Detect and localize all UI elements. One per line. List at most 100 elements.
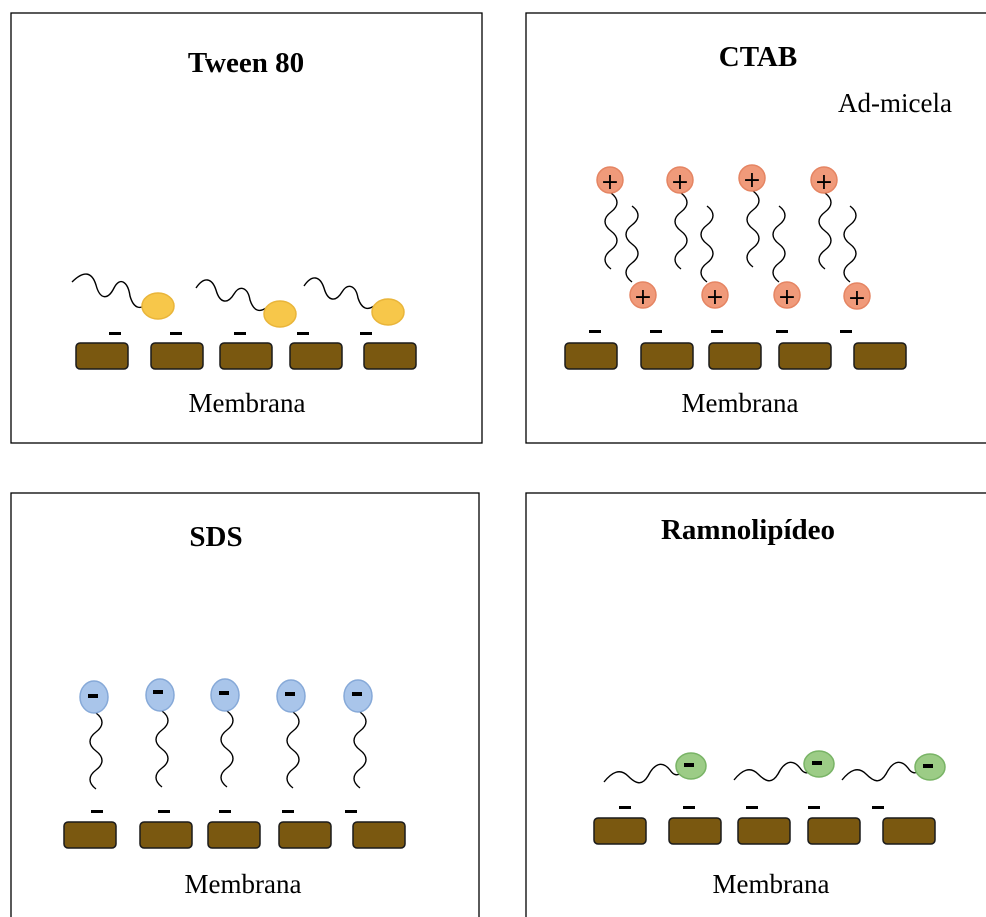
panel-frame xyxy=(525,492,986,917)
negative-charge-icon xyxy=(619,806,631,809)
negative-charge-icon xyxy=(170,332,182,335)
membrane-charges xyxy=(619,806,884,809)
positive-charge-icon: + xyxy=(706,285,724,310)
panel-title: Ramnolipídeo xyxy=(661,514,835,546)
membrane-label: Membrana xyxy=(713,869,830,899)
molecule-head xyxy=(666,166,694,194)
tween-molecule xyxy=(195,279,297,328)
membrane-label: Membrana xyxy=(185,869,302,899)
membrane-block xyxy=(778,342,832,370)
admicelle-label: Ad-micela xyxy=(838,88,952,118)
molecule-head xyxy=(843,282,871,310)
ctab-molecule-top: + xyxy=(810,166,838,270)
negative-charge-icon xyxy=(109,332,121,335)
ctab-molecule-bottom: + xyxy=(625,205,657,310)
molecule-head xyxy=(738,164,766,192)
negative-charge-icon xyxy=(683,806,695,809)
ctab-molecule-bottom: + xyxy=(700,205,729,310)
negative-charge-icon xyxy=(650,330,662,333)
panel-sds: SDS xyxy=(10,492,480,917)
membrane-block xyxy=(668,817,722,845)
membrane-charges xyxy=(91,810,357,813)
membrane-charges xyxy=(589,330,852,333)
sds-molecule xyxy=(276,679,306,789)
negative-charge-icon xyxy=(234,332,246,335)
membrane-label: Membrana xyxy=(682,388,799,418)
membrane-charges xyxy=(109,332,372,335)
negative-charge-icon xyxy=(923,764,933,768)
membrane-block xyxy=(150,342,204,370)
membrane-block xyxy=(640,342,694,370)
ctab-molecule-top: + xyxy=(596,166,624,270)
membrane-block xyxy=(593,817,647,845)
ctab-molecule-bottom: + xyxy=(772,205,801,310)
panel-ctab: CTAB Ad-micela + + + + xyxy=(525,12,986,444)
panel-title: CTAB xyxy=(719,41,797,73)
ctab-molecule-bottom: + xyxy=(843,205,871,311)
negative-charge-icon xyxy=(746,806,758,809)
molecule-head xyxy=(141,292,175,320)
panel-title: SDS xyxy=(189,521,242,553)
negative-charge-icon xyxy=(282,810,294,813)
membrane-block xyxy=(63,821,117,849)
negative-charge-icon xyxy=(88,694,98,698)
panel-title: Tween 80 xyxy=(188,47,304,79)
negative-charge-icon xyxy=(812,761,822,765)
membrane-block xyxy=(278,821,332,849)
sds-molecule xyxy=(210,678,240,788)
negative-charge-icon xyxy=(360,332,372,335)
membrane-block xyxy=(807,817,861,845)
molecule-head xyxy=(629,281,657,309)
negative-charge-icon xyxy=(776,330,788,333)
membrane-block xyxy=(352,821,406,849)
ctab-molecule-top: + xyxy=(738,164,766,268)
admicelle: + + + + + xyxy=(596,164,871,311)
positive-charge-icon: + xyxy=(848,286,866,311)
molecule-head xyxy=(371,298,405,326)
membrane-label: Membrana xyxy=(189,388,306,418)
negative-charge-icon xyxy=(808,806,820,809)
membrane xyxy=(593,817,936,845)
molecule-head xyxy=(263,300,297,328)
membrane-block xyxy=(219,342,273,370)
membrane-block xyxy=(289,342,343,370)
membrane-block xyxy=(737,817,791,845)
positive-charge-icon: + xyxy=(634,285,652,310)
rhamnolipid-molecule xyxy=(733,750,835,782)
negative-charge-icon xyxy=(158,810,170,813)
membrane-block xyxy=(882,817,936,845)
negative-charge-icon xyxy=(153,690,163,694)
sds-molecule xyxy=(79,680,109,790)
membrane-block xyxy=(708,342,762,370)
surfactant-molecules xyxy=(603,750,946,784)
negative-charge-icon xyxy=(872,806,884,809)
positive-charge-icon: + xyxy=(778,285,796,310)
membrane xyxy=(564,342,907,370)
negative-charge-icon xyxy=(219,810,231,813)
panel-frame xyxy=(10,12,483,444)
tween-molecule xyxy=(303,277,405,326)
negative-charge-icon xyxy=(345,810,357,813)
rhamnolipid-molecule xyxy=(603,752,707,784)
molecule-head xyxy=(773,281,801,309)
negative-charge-icon xyxy=(711,330,723,333)
tween-molecule xyxy=(71,273,175,320)
panel-tween: Tween 80 xyxy=(10,12,483,444)
membrane-block xyxy=(75,342,129,370)
negative-charge-icon xyxy=(219,691,229,695)
negative-charge-icon xyxy=(684,763,694,767)
panel-rhamnolipid: Ramnolipídeo xyxy=(525,492,986,917)
molecule-head xyxy=(810,166,838,194)
negative-charge-icon xyxy=(91,810,103,813)
membrane-block xyxy=(139,821,193,849)
negative-charge-icon xyxy=(352,692,362,696)
positive-charge-icon: + xyxy=(601,170,619,195)
negative-charge-icon xyxy=(589,330,601,333)
surfactant-molecules xyxy=(79,678,373,790)
sds-molecule xyxy=(343,679,373,789)
membrane-block xyxy=(363,342,417,370)
molecule-head xyxy=(596,166,624,194)
molecule-head xyxy=(145,678,175,712)
membrane-block xyxy=(564,342,618,370)
